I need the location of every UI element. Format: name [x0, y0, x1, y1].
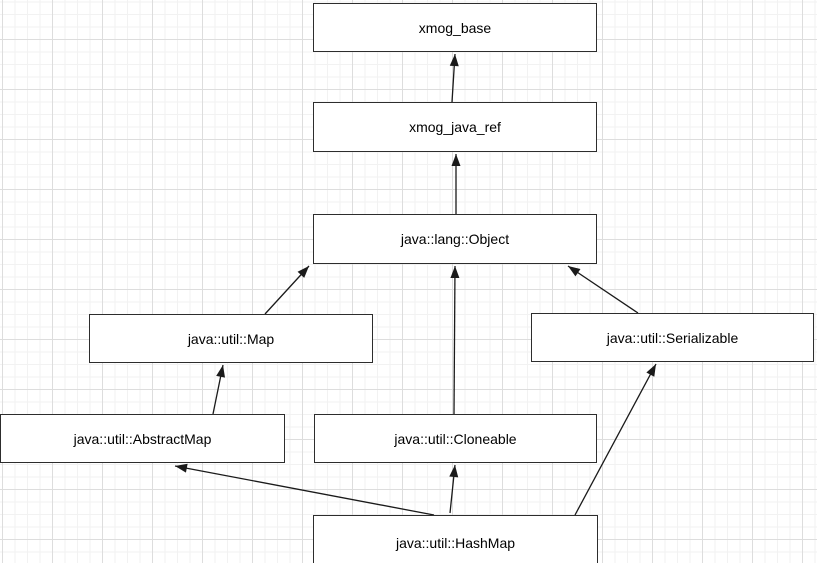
edge-java-util-hash-map-to-java-util-cloneable[interactable]: [449, 464, 459, 514]
edge-xmog-java-ref-to-xmog-base[interactable]: [449, 53, 459, 103]
class-node-java-util-map[interactable]: java::util::Map: [89, 314, 373, 363]
edge-java-util-hash-map-to-java-util-serializable[interactable]: [574, 363, 657, 516]
class-node-label: java::lang::Object: [400, 231, 510, 247]
edge-java-util-serializable-to-java-lang-object[interactable]: [567, 265, 639, 314]
class-node-java-util-serializable[interactable]: java::util::Serializable: [531, 313, 814, 362]
class-node-xmog-java-ref[interactable]: xmog_java_ref: [313, 102, 597, 152]
edge-java-util-cloneable-to-java-lang-object[interactable]: [450, 265, 460, 415]
edge-java-util-hash-map-to-java-util-abstract-map[interactable]: [174, 463, 435, 516]
class-node-label: java::util::Cloneable: [394, 430, 517, 447]
class-node-label: xmog_java_ref: [409, 119, 501, 135]
edge-java-util-map-to-java-lang-object[interactable]: [264, 265, 310, 315]
class-node-java-util-hash-map[interactable]: java::util::HashMap: [313, 515, 598, 563]
edge-java-util-abstract-map-to-java-util-map[interactable]: [212, 364, 226, 415]
class-node-label: java::util::Map: [187, 330, 275, 347]
class-node-label: java::util::HashMap: [395, 534, 516, 551]
class-node-label: java::util::AbstractMap: [73, 430, 212, 447]
class-node-java-util-cloneable[interactable]: java::util::Cloneable: [314, 414, 597, 463]
class-node-java-lang-object[interactable]: java::lang::Object: [313, 214, 597, 264]
class-node-label: java::util::Serializable: [606, 329, 739, 346]
class-node-label: xmog_base: [418, 19, 492, 36]
class-node-java-util-abstract-map[interactable]: java::util::AbstractMap: [0, 414, 285, 463]
class-node-xmog-base[interactable]: xmog_base: [313, 3, 597, 52]
